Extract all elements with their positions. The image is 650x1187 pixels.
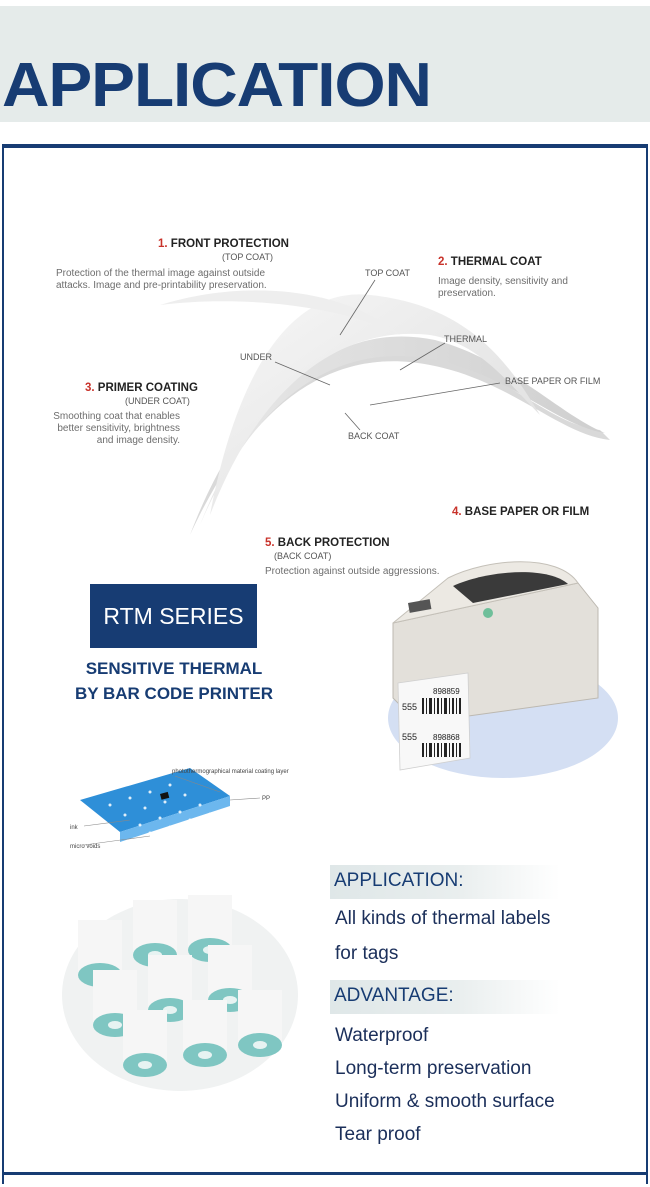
pointer-top-coat — [339, 279, 376, 336]
top-flap — [160, 290, 400, 335]
rtm-series-badge: RTM SERIES — [90, 584, 257, 648]
roll-grid — [78, 895, 282, 1077]
advantage-item-3: Uniform & smooth surface — [335, 1091, 555, 1112]
label-number-2: 555 — [402, 732, 417, 742]
back-protection-sub: (BACK COAT) — [274, 551, 332, 561]
rtm-subtitle-line1: SENSITIVE THERMAL — [85, 659, 263, 678]
primer-coating-title: 3. PRIMER COATING — [85, 382, 198, 394]
page-title: APPLICATION — [2, 51, 432, 120]
thermal-coat-title: 2. THERMAL COAT — [438, 256, 542, 268]
rtm-subtitle-line2: BY BAR CODE PRINTER — [74, 684, 274, 703]
advantage-heading: ADVANTAGE: — [334, 985, 454, 1006]
primer-coating-sub: (UNDER COAT) — [125, 396, 190, 406]
rtm-series-subtitle: SENSITIVE THERMAL BY BAR CODE PRINTER — [60, 656, 288, 706]
advantage-item-4: Tear proof — [335, 1124, 421, 1145]
label-code-1: 898859 — [433, 687, 460, 696]
application-line-1: All kinds of thermal labels — [335, 908, 551, 929]
label-rolls-image — [62, 895, 298, 1091]
label-layer-illustration: photothermographical material coating la… — [70, 768, 289, 850]
application-heading-band: APPLICATION: — [330, 865, 560, 899]
barcode-1 — [422, 698, 461, 714]
thermal-coat-desc: Image density, sensitivity and preservat… — [438, 276, 568, 299]
base-paper-title: 4. BASE PAPER OR FILM — [452, 506, 590, 518]
printer-window — [453, 572, 568, 603]
printer-button — [483, 608, 493, 618]
layer-blue-sheet — [80, 768, 230, 832]
micro-voids-pattern — [108, 783, 212, 835]
front-protection-sub: (TOP COAT) — [222, 252, 274, 262]
advantage-item-1: Waterproof — [335, 1025, 429, 1046]
layer-label-base-paper: BASE PAPER OR FILM — [505, 376, 601, 386]
front-protection-title: 1. FRONT PROTECTION — [158, 238, 289, 250]
ink-mark — [160, 791, 170, 800]
primer-coating-desc: Smoothing coat that enables better sensi… — [53, 411, 180, 446]
base-sheet — [200, 336, 605, 525]
layer-label-back-coat: BACK COAT — [348, 431, 400, 441]
front-protection-desc: Protection of the thermal image against … — [56, 268, 267, 291]
content-frame — [2, 144, 648, 1184]
frame-bottom-rule — [2, 1172, 648, 1175]
printer-badge — [407, 599, 432, 613]
barcode-2 — [422, 743, 461, 757]
label-number-1: 555 — [402, 702, 417, 712]
back-protection-desc: Protection against outside aggressions. — [265, 566, 440, 577]
application-line-2: for tags — [335, 943, 399, 964]
layer-label-pp: PP — [262, 796, 270, 802]
layer-label-coating: photothermographical material coating la… — [172, 769, 289, 775]
thermal-paper-illustration — [160, 279, 610, 535]
barcode-printer-image: 555 898859 555 898868 — [388, 561, 618, 778]
top-sheet — [210, 294, 540, 515]
layer-label-under: UNDER — [240, 352, 273, 362]
application-heading: APPLICATION: — [334, 870, 464, 891]
advantage-item-2: Long-term preservation — [335, 1058, 532, 1079]
pointer-back — [344, 412, 361, 431]
pointer-under — [274, 361, 331, 386]
advantage-heading-band: ADVANTAGE: — [330, 980, 560, 1014]
layer-label-top-coat: TOP COAT — [365, 268, 411, 278]
layer-label-ink: ink — [70, 825, 79, 831]
pointer-thermal — [399, 342, 446, 371]
label-code-2: 898868 — [433, 733, 460, 742]
layer-label-voids: micro voids — [70, 844, 100, 850]
back-protection-title: 5. BACK PROTECTION — [265, 537, 390, 549]
layer-side — [120, 796, 230, 842]
layer-label-thermal: THERMAL — [444, 334, 488, 344]
header-band — [0, 6, 650, 122]
pointer-base — [369, 382, 501, 406]
